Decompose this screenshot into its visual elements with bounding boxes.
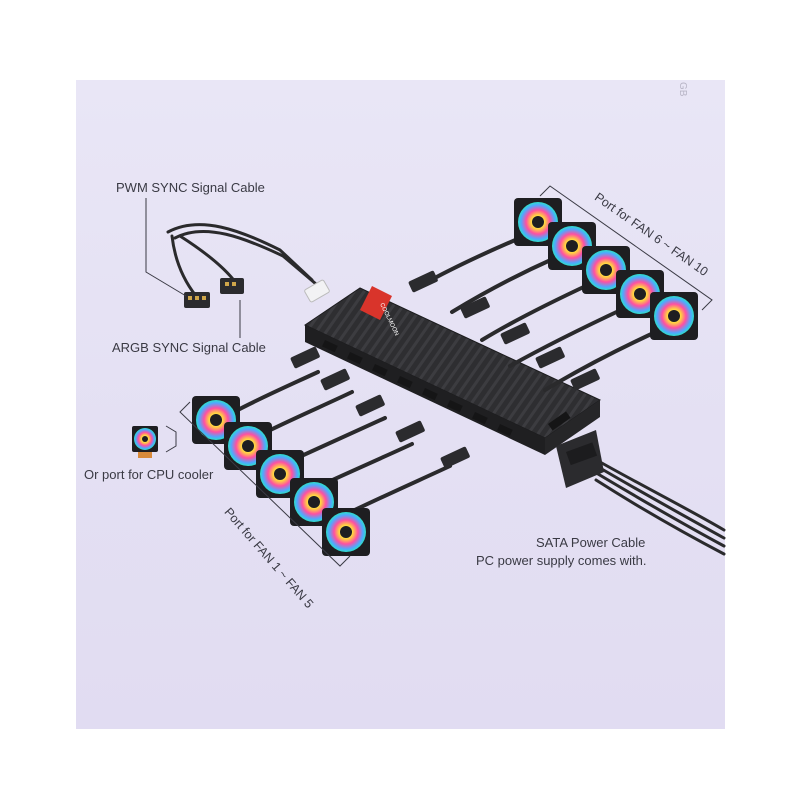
rgb-fan-icon bbox=[322, 508, 370, 556]
product-panel bbox=[76, 80, 725, 729]
pwm-cable-label: PWM SYNC Signal Cable bbox=[116, 180, 265, 195]
fans-top bbox=[514, 198, 698, 340]
argb-cable-label: ARGB SYNC Signal Cable bbox=[112, 340, 266, 355]
rgb-fan-icon bbox=[650, 292, 698, 340]
fan-cables-top bbox=[418, 236, 662, 392]
molex-connectors-top bbox=[408, 270, 600, 391]
sata-connector-icon bbox=[556, 430, 604, 488]
sata-note-label: PC power supply comes with. bbox=[476, 553, 647, 568]
hub-front-ports bbox=[322, 340, 513, 437]
hub-input-connector bbox=[304, 279, 330, 303]
sata-title-label: SATA Power Cable bbox=[536, 535, 646, 550]
fans-bottom bbox=[192, 396, 370, 556]
hub-brand-plate bbox=[360, 286, 392, 320]
fan-hub: COOLMOON bbox=[303, 286, 602, 455]
leader-lines bbox=[145, 198, 241, 338]
cpu-cooler-icon bbox=[132, 426, 158, 458]
bracket-bottom bbox=[179, 401, 351, 567]
pwm-connector-icon bbox=[184, 292, 210, 308]
argb-connector-icon bbox=[220, 278, 244, 294]
cpu-cooler-label: Or port for CPU cooler bbox=[84, 467, 214, 482]
bracket-top bbox=[539, 185, 713, 311]
corner-mark: GB bbox=[677, 82, 688, 97]
sata-power-cable bbox=[556, 430, 726, 556]
molex-connectors-bottom bbox=[290, 346, 470, 469]
